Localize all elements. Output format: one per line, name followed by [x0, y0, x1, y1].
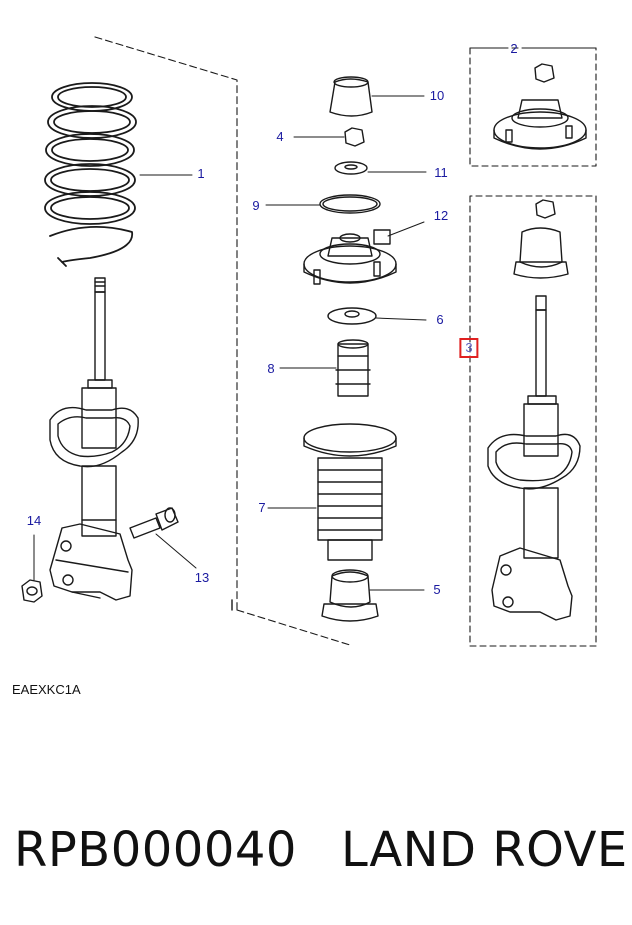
leader-12	[387, 221, 425, 237]
suspension-exploded-diagram	[21, 36, 597, 647]
lower-mount	[321, 569, 379, 622]
flange-nut	[21, 579, 43, 603]
spring-seat	[327, 307, 377, 325]
callout-12: 12	[433, 208, 449, 223]
strut-assembly-complete	[487, 199, 581, 621]
callout-10: 10	[429, 88, 445, 103]
callout-4: 4	[276, 129, 284, 144]
callout-5: 5	[433, 582, 441, 597]
callout-2: 2	[510, 41, 518, 56]
callout-7: 7	[258, 500, 266, 515]
group-frame-3	[469, 195, 597, 647]
washer	[334, 161, 368, 175]
diagram-code: EAEXKC1A	[12, 682, 81, 697]
top-nut	[344, 127, 365, 147]
bolt	[129, 507, 179, 539]
brand-name: LAND ROVER	[340, 822, 632, 878]
assembly-frame-dashed	[94, 36, 351, 646]
leader-13	[155, 533, 197, 569]
bump-stop	[335, 339, 371, 397]
callout-1: 1	[197, 166, 205, 181]
top-mount-assembly	[493, 63, 587, 150]
part-number: RPB000040	[14, 822, 297, 878]
strut-left	[49, 277, 139, 601]
footer-caption: RPB000040 LAND ROVER	[14, 822, 632, 878]
top-mount	[303, 229, 397, 285]
coil-spring	[44, 82, 137, 267]
dust-boot	[303, 423, 397, 561]
callout-6: 6	[436, 312, 444, 327]
callout-8: 8	[267, 361, 275, 376]
bump-cap	[329, 76, 373, 117]
o-ring	[319, 194, 381, 214]
callout-13: 13	[194, 570, 210, 585]
callout-14: 14	[26, 513, 42, 528]
leader-6	[375, 317, 427, 321]
callout-11: 11	[434, 165, 448, 180]
callout-3-highlighted[interactable]: 3	[459, 338, 479, 358]
callout-9: 9	[252, 198, 260, 213]
